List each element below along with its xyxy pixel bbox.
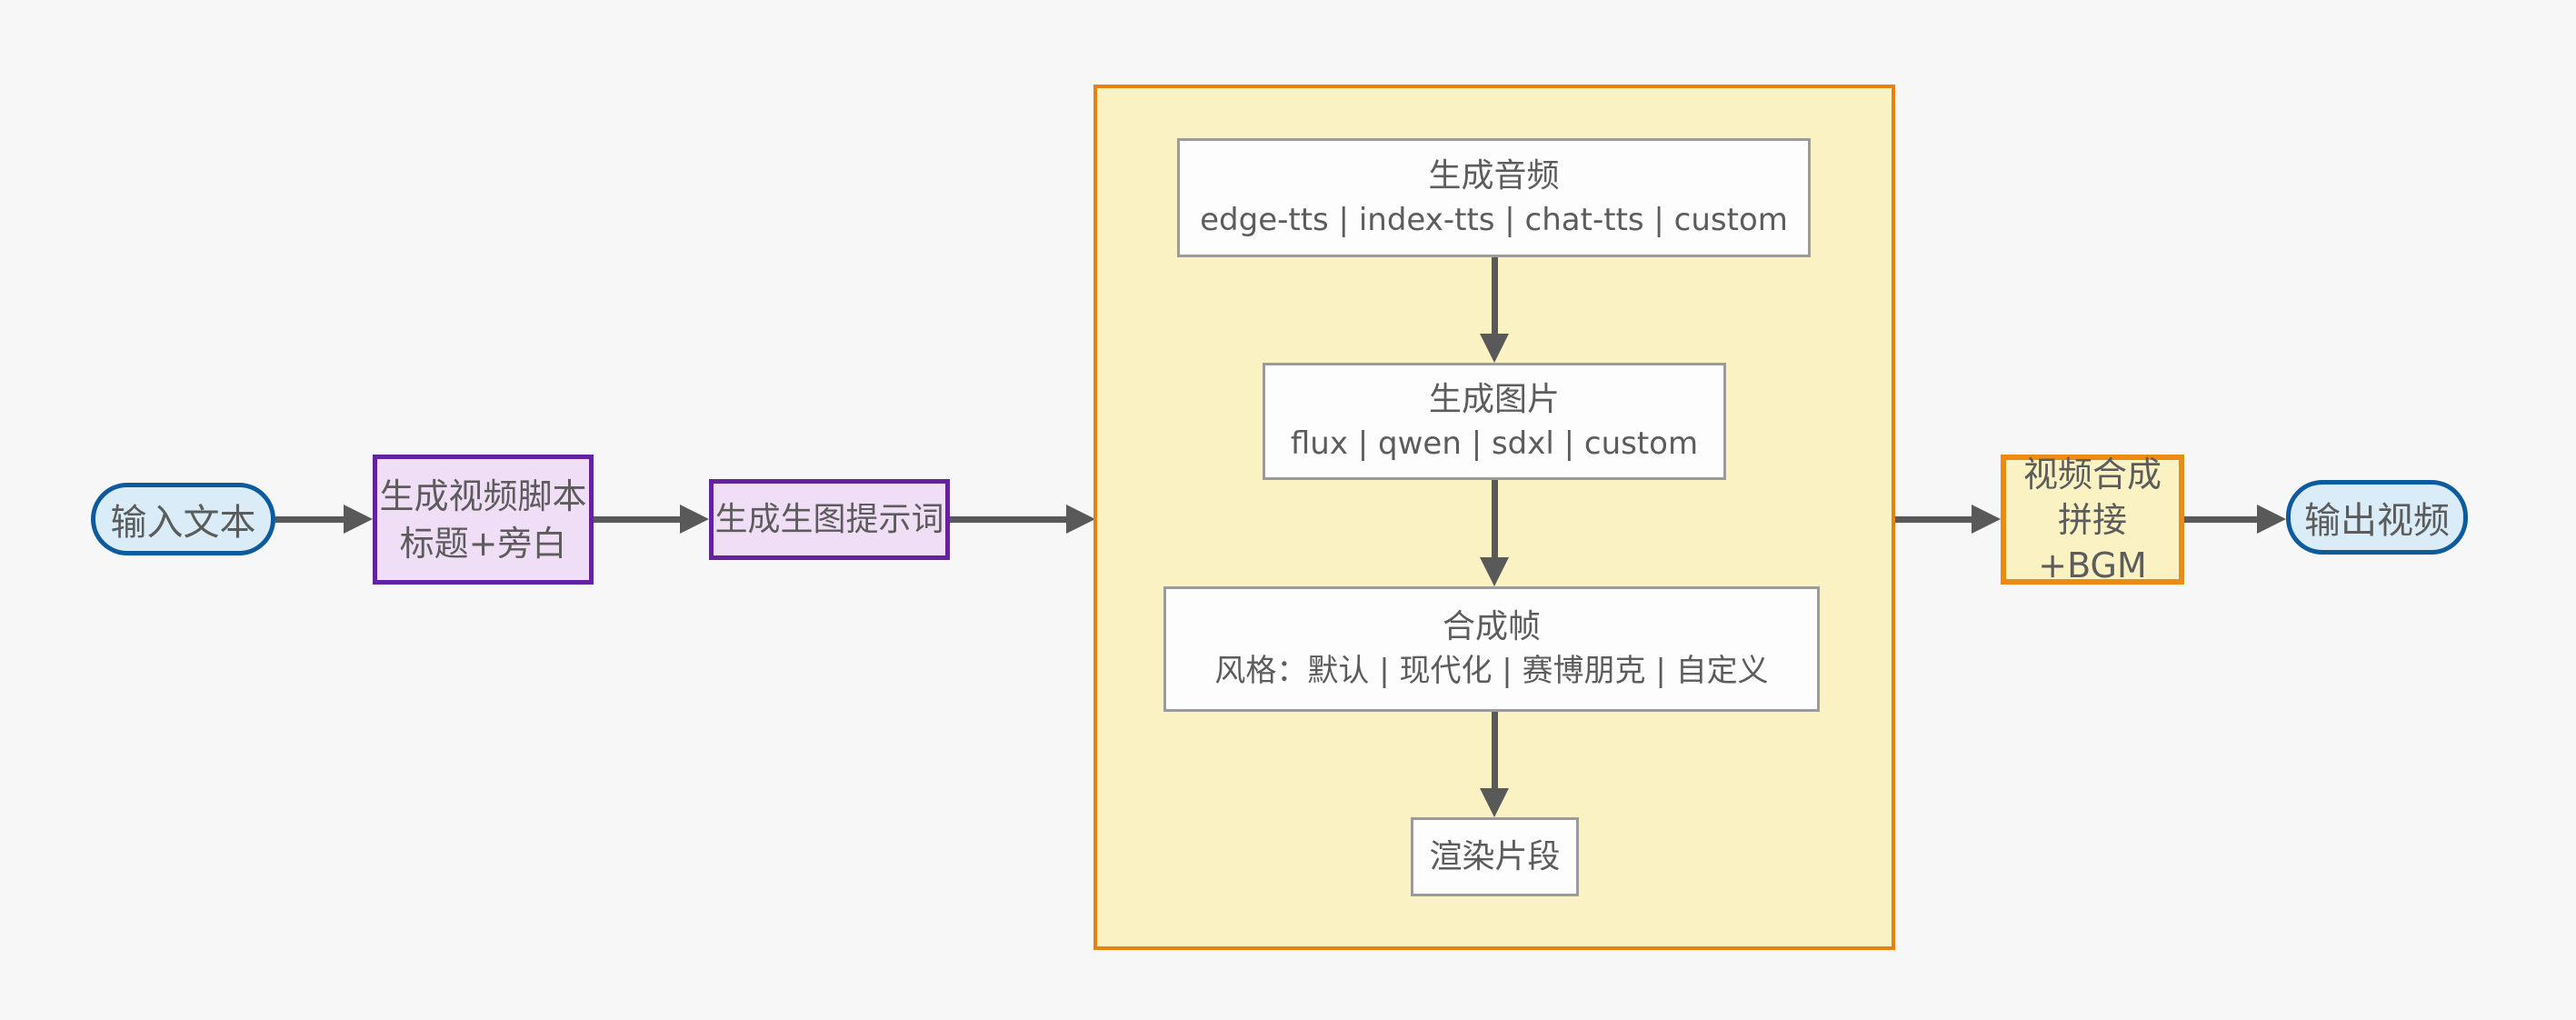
output-video-terminal: 输出视频 [2286,480,2468,555]
arrowhead-audio-to-image [1480,334,1509,363]
script-step-node: 生成视频脚本 标题+旁白 [373,455,594,585]
frame-step-node: 合成帧 风格：默认 | 现代化 | 赛博朋克 | 自定义 [1163,586,1820,712]
prompt-step-label: 生成生图提示词 [714,500,944,538]
render-step-node: 渲染片段 [1411,817,1579,896]
input-text-label: 输入文本 [110,502,256,544]
image-step-options: flux | qwen | sdxl | custom [1290,425,1699,462]
arrowhead-pipeline-to-compose [1972,505,2001,534]
frame-step-options: 风格：默认 | 现代化 | 赛博朋克 | 自定义 [1214,653,1769,689]
compose-step-line1: 视频合成 [2022,454,2162,495]
arrow-prompt-to-pipeline [950,516,1070,523]
output-video-label: 输出视频 [2304,500,2450,542]
script-step-line1: 生成视频脚本 [379,475,587,516]
arrowhead-input-to-script [344,505,373,534]
arrow-pipeline-to-compose [1895,516,1975,523]
arrowhead-prompt-to-pipeline [1066,505,1095,534]
image-step-title: 生成图片 [1428,380,1560,418]
render-step-label: 渲染片段 [1429,838,1561,875]
compose-step-line2: 拼接+BGM [2038,499,2147,585]
frame-step-title: 合成帧 [1442,608,1541,645]
arrow-input-to-script [275,516,347,523]
arrowhead-image-to-frame [1480,557,1509,586]
arrow-compose-to-output [2184,516,2261,523]
script-step-line2: 标题+旁白 [399,523,567,564]
input-text-terminal: 输入文本 [91,483,275,555]
arrowhead-script-to-prompt [680,505,709,534]
image-step-node: 生成图片 flux | qwen | sdxl | custom [1263,363,1726,480]
audio-step-title: 生成音频 [1428,156,1560,195]
arrow-image-to-frame [1492,480,1498,561]
arrow-script-to-prompt [594,516,684,523]
arrow-audio-to-image [1492,257,1498,337]
audio-step-options: edge-tts | index-tts | chat-tts | custom [1200,201,1788,238]
prompt-step-node: 生成生图提示词 [709,479,950,560]
compose-step-node: 视频合成 拼接+BGM [2001,455,2184,585]
audio-step-node: 生成音频 edge-tts | index-tts | chat-tts | c… [1177,138,1811,257]
arrow-frame-to-render [1492,712,1498,792]
arrowhead-compose-to-output [2257,505,2286,534]
arrowhead-frame-to-render [1480,788,1509,817]
